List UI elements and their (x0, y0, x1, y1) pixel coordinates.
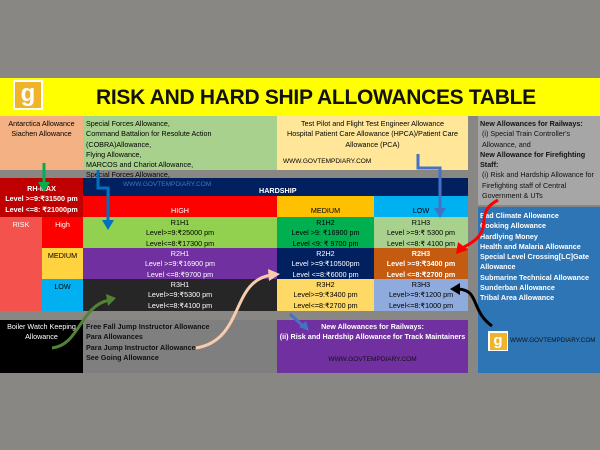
risk-medium-label: MEDIUM (42, 248, 83, 279)
risk-low-label: LOW (42, 279, 83, 311)
railways-firefighting-box: New Allowances for Railways: (i) Special… (478, 116, 600, 205)
risk-high-label: High (42, 217, 83, 248)
cell-level-high: Level >=9:₹16900 pm (144, 259, 216, 269)
para-allowances-box: Free Fall Jump Instructor Allowance Para… (83, 320, 277, 373)
website-text: WWW.GOVTEMPDIARY.COM (510, 337, 596, 344)
allowance-item: Antarctica Allowance (8, 119, 75, 128)
cell-level-high: Level >9: ₹16900 pm (291, 228, 360, 238)
cell-level-high: Level >=9:₹10500pm (291, 259, 360, 269)
railways-heading: New Allowances for Railways: (480, 119, 583, 128)
boiler-watch-box: Boiler Watch Keeping Allowance (0, 320, 83, 373)
cell-level-low: Level<=8:₹17300 pm (145, 238, 215, 248)
hardship-low-header: LOW (374, 196, 468, 217)
hardship-medium-header: MEDIUM (277, 196, 374, 217)
cell-code: R3H1 (170, 280, 190, 289)
allowance-item: Command Battalion for Resolute Action (C… (86, 129, 212, 149)
cell-code: R1H1 (170, 218, 190, 227)
cell-level-high: Level>=9:₹5300 pm (147, 290, 213, 300)
special-forces-box: Special Forces Allowance, Command Battal… (83, 116, 277, 179)
allowance-item: Tribal Area Allowance (480, 293, 555, 303)
cell-code: R2H3 (411, 249, 431, 258)
cell-level-high: Level>=9:₹3400 pm (293, 290, 358, 300)
railways-heading: New Allowances for Railways: (321, 322, 424, 331)
allowance-item: Hardlying Money (480, 231, 538, 241)
cell-level-low: Level<=8:₹1000 pm (388, 300, 454, 310)
cell-code: R2H1 (170, 249, 190, 258)
allowance-item: Cooking Allowance (480, 221, 547, 231)
allowance-item: (ii) Risk and Hardship Allowance for Tra… (279, 332, 466, 342)
page-title: RISK AND HARD SHIP ALLOWANCES TABLE (96, 86, 536, 109)
cell-level-low: Level <=8:₹2700 pm (386, 269, 456, 279)
allowance-item: See Going Allowance (86, 352, 159, 362)
cell-level-low: Level <9: ₹ 9700 pm (292, 238, 359, 248)
allowance-item: Siachen Allowance (11, 129, 72, 139)
cell-code: R3H3 (411, 280, 431, 289)
cell-level-low: Level <=8:₹6000 pm (292, 269, 359, 279)
allowance-item: Hospital Patient Care Allowance (HPCA)/P… (287, 129, 458, 149)
allowance-item: Flying Allowance, (86, 149, 142, 159)
allowance-item: Para Jump Instructor Allowance (86, 342, 196, 352)
other-allowances-panel: Bad Climate Allowance Cooking Allowance … (478, 207, 600, 373)
hardship-label: HARDSHIP (259, 186, 297, 195)
allowance-item: MARCOS and Chariot Allowance, (86, 160, 194, 170)
track-maintainers-box: New Allowances for Railways: (ii) Risk a… (277, 320, 468, 373)
website-text: WWW.GOVTEMPDIARY.COM (328, 355, 417, 363)
govtempdiary-logo: g (13, 80, 43, 110)
cell-code: R1H3 (411, 218, 431, 227)
cell-level-low: Level <=8:₹9700 pm (146, 269, 214, 279)
allowance-item: Para Allowances (86, 332, 143, 342)
allowance-item: Free Fall Jump Instructor Allowance (86, 322, 210, 331)
cell-code: R1H2 (316, 218, 335, 227)
cell-level-high: Level >=9:₹ 5300 pm (386, 228, 456, 238)
allowance-item: (i) Special Train Controller's Allowance… (482, 129, 571, 149)
govtempdiary-logo-small: g (488, 331, 508, 351)
cell-code: R3H2 (316, 280, 335, 289)
test-pilot-box: Test Pilot and Flight Test Engineer Allo… (277, 116, 468, 170)
allowance-item: Submarine Technical Allowance (480, 272, 590, 282)
allowance-item: Special Forces Allowance, (86, 170, 170, 180)
rh-max-cell: RH-MAX Level >=9:₹31500 pm Level <=8: ₹2… (0, 178, 83, 217)
website-text: WWW.GOVTEMPDIARY.COM (283, 157, 372, 165)
website-text: WWW.GOVTEMPDIARY.COM (123, 181, 212, 188)
cell-level-low: Level<=8:₹2700 pm (293, 300, 358, 310)
allowance-item: Special Level Crossing[LC]Gate Allowance (480, 252, 590, 272)
allowance-item: Health and Malaria Allowance (480, 241, 581, 251)
allowance-item: (i) Risk and Hardship Allowance for Fire… (482, 170, 594, 201)
rh-max-label: RH-MAX (27, 184, 56, 193)
allowance-item: Bad Climate Allowance (480, 211, 559, 220)
cell-level-low: Level <=8:₹ 4100 pm (386, 238, 456, 248)
allowance-item: Sunderban Allowance (480, 283, 555, 293)
cell-level-high: Level>=9:₹1200 pm (388, 290, 454, 300)
cell-code: R2H2 (316, 249, 335, 258)
rh-max-level-high: Level >=9:₹31500 pm (5, 194, 78, 204)
hardship-high-header: HIGH (83, 196, 277, 217)
extreme-climate-box: Antarctica Allowance Siachen Allowance (0, 116, 83, 170)
rh-max-level-low: Level <=8: ₹21000pm (5, 204, 78, 214)
firefighting-heading: New Allowance for Firefighting Staff: (480, 149, 586, 170)
cell-level-high: Level >=9:₹3400 pm (386, 259, 456, 269)
hardship-header: WWW.GOVTEMPDIARY.COM HARDSHIP (83, 178, 468, 196)
risk-label: RISK (0, 217, 42, 311)
allowance-item: Test Pilot and Flight Test Engineer Allo… (301, 119, 444, 128)
cell-level-low: Level<=8:₹4100 pm (147, 300, 213, 310)
title-bar (0, 78, 600, 116)
logo-letter: g (15, 82, 41, 108)
logo-letter: g (489, 332, 507, 350)
allowance-item: Special Forces Allowance, (86, 119, 170, 128)
cell-level-high: Level>=9:₹25000 pm (145, 228, 215, 238)
